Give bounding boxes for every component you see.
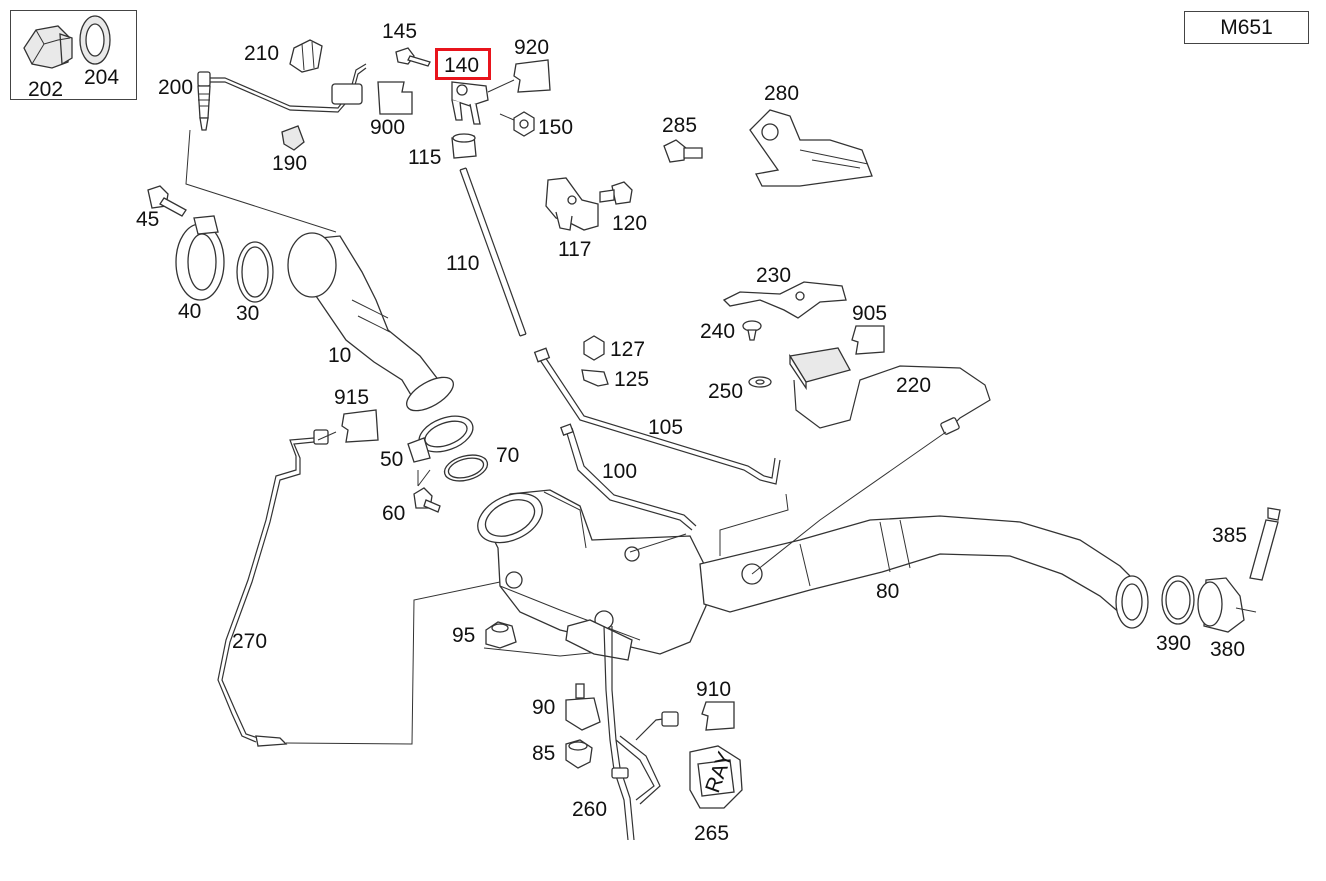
callout-140-highlight xyxy=(435,48,491,80)
callout-125[interactable]: 125 xyxy=(614,368,649,391)
callout-10[interactable]: 10 xyxy=(328,344,351,367)
part-202-plug[interactable] xyxy=(23,25,73,69)
part-60-bolt[interactable] xyxy=(413,470,441,513)
part-85-nut[interactable] xyxy=(565,739,593,769)
part-140-pressure-sensor[interactable] xyxy=(451,79,515,125)
part-dpf-converter[interactable] xyxy=(470,484,707,655)
part-100-pipe[interactable] xyxy=(560,423,697,531)
part-190-clip[interactable] xyxy=(281,125,305,151)
callout-45[interactable]: 45 xyxy=(136,208,159,231)
part-70-seal-ring[interactable] xyxy=(442,451,491,486)
callout-110[interactable]: 110 xyxy=(446,252,479,275)
callout-260[interactable]: 260 xyxy=(572,798,607,821)
part-50-clamp[interactable] xyxy=(407,409,478,463)
part-385-bolt[interactable] xyxy=(1249,507,1281,581)
callout-120[interactable]: 120 xyxy=(612,212,647,235)
callout-202[interactable]: 202 xyxy=(28,78,63,101)
callout-250[interactable]: 250 xyxy=(708,380,743,403)
part-110-pipe[interactable] xyxy=(459,167,527,337)
callout-60[interactable]: 60 xyxy=(382,502,405,525)
callout-915[interactable]: 915 xyxy=(334,386,369,409)
inset-frame-202-204 xyxy=(10,10,137,100)
part-270-sensor-cable[interactable] xyxy=(217,429,501,747)
part-bracket-under-dpf[interactable] xyxy=(565,619,633,661)
part-30-seal-ring[interactable] xyxy=(236,241,274,303)
callout-190[interactable]: 190 xyxy=(272,152,307,175)
callout-90[interactable]: 90 xyxy=(532,696,555,719)
callout-100[interactable]: 100 xyxy=(602,460,637,483)
part-240-screw[interactable] xyxy=(742,320,762,341)
part-204-washer[interactable] xyxy=(79,15,111,65)
part-220-nox-module[interactable] xyxy=(788,347,991,435)
callout-115[interactable]: 115 xyxy=(408,146,441,169)
model-code: M651 xyxy=(1220,15,1273,39)
part-10-pipe[interactable] xyxy=(287,232,459,417)
part-45-bolt[interactable] xyxy=(147,185,187,217)
part-125-clip[interactable] xyxy=(581,369,609,387)
part-285-bolt[interactable] xyxy=(663,139,703,163)
part-40-clamp[interactable] xyxy=(175,215,225,301)
part-915-label[interactable] xyxy=(341,409,379,443)
part-120-bolt[interactable] xyxy=(599,181,633,205)
callout-204[interactable]: 204 xyxy=(84,66,119,89)
callout-390[interactable]: 390 xyxy=(1156,632,1191,655)
callout-117[interactable]: 117 xyxy=(558,238,591,261)
part-900-label[interactable] xyxy=(377,81,413,115)
callout-80[interactable]: 80 xyxy=(876,580,899,603)
part-905-label[interactable] xyxy=(851,325,885,355)
callout-127[interactable]: 127 xyxy=(610,338,645,361)
model-code-box: M651 xyxy=(1184,11,1309,44)
callout-95[interactable]: 95 xyxy=(452,624,475,647)
part-115-clamp[interactable] xyxy=(451,133,477,159)
callout-230[interactable]: 230 xyxy=(756,264,791,287)
callout-240[interactable]: 240 xyxy=(700,320,735,343)
part-117-bracket[interactable] xyxy=(545,177,599,231)
part-920-label[interactable] xyxy=(513,59,551,93)
callout-85[interactable]: 85 xyxy=(532,742,555,765)
callout-40[interactable]: 40 xyxy=(178,300,201,323)
callout-900[interactable]: 900 xyxy=(370,116,405,139)
callout-200[interactable]: 200 xyxy=(158,76,193,99)
part-90-rubber-mount[interactable] xyxy=(565,683,601,731)
callout-30[interactable]: 30 xyxy=(236,302,259,325)
part-230-bracket[interactable] xyxy=(722,281,847,319)
callout-140[interactable]: 140 xyxy=(444,54,479,77)
part-280-bracket[interactable] xyxy=(749,109,873,187)
part-150-nut[interactable] xyxy=(499,111,535,137)
part-910-label[interactable] xyxy=(635,701,735,741)
callout-910[interactable]: 910 xyxy=(696,678,731,701)
callout-145[interactable]: 145 xyxy=(382,20,417,43)
part-105-pipe[interactable] xyxy=(533,347,781,485)
part-265-connector[interactable]: RAY xyxy=(689,745,743,809)
part-80-pipe[interactable] xyxy=(699,515,1149,629)
callout-150[interactable]: 150 xyxy=(538,116,573,139)
part-210-clip[interactable] xyxy=(289,39,323,73)
callout-70[interactable]: 70 xyxy=(496,444,519,467)
callout-380[interactable]: 380 xyxy=(1210,638,1245,661)
callout-265[interactable]: 265 xyxy=(694,822,729,845)
part-95-mount[interactable] xyxy=(485,621,517,649)
callout-920[interactable]: 920 xyxy=(514,36,549,59)
part-250-washer[interactable] xyxy=(748,376,772,388)
callout-270[interactable]: 270 xyxy=(232,630,267,653)
part-145-bolt[interactable] xyxy=(395,47,431,67)
callout-50[interactable]: 50 xyxy=(380,448,403,471)
part-260-pipe[interactable] xyxy=(603,625,661,841)
callout-220[interactable]: 220 xyxy=(896,374,931,397)
callout-105[interactable]: 105 xyxy=(648,416,683,439)
callout-285[interactable]: 285 xyxy=(662,114,697,137)
callout-385[interactable]: 385 xyxy=(1212,524,1247,547)
part-127-nut[interactable] xyxy=(583,335,605,361)
part-390-seal-ring[interactable] xyxy=(1161,575,1195,625)
callout-280[interactable]: 280 xyxy=(764,82,799,105)
part-200-sensor-cable[interactable] xyxy=(197,63,367,131)
callout-905[interactable]: 905 xyxy=(852,302,887,325)
callout-210[interactable]: 210 xyxy=(244,42,279,65)
part-380-clamp[interactable] xyxy=(1197,577,1257,633)
